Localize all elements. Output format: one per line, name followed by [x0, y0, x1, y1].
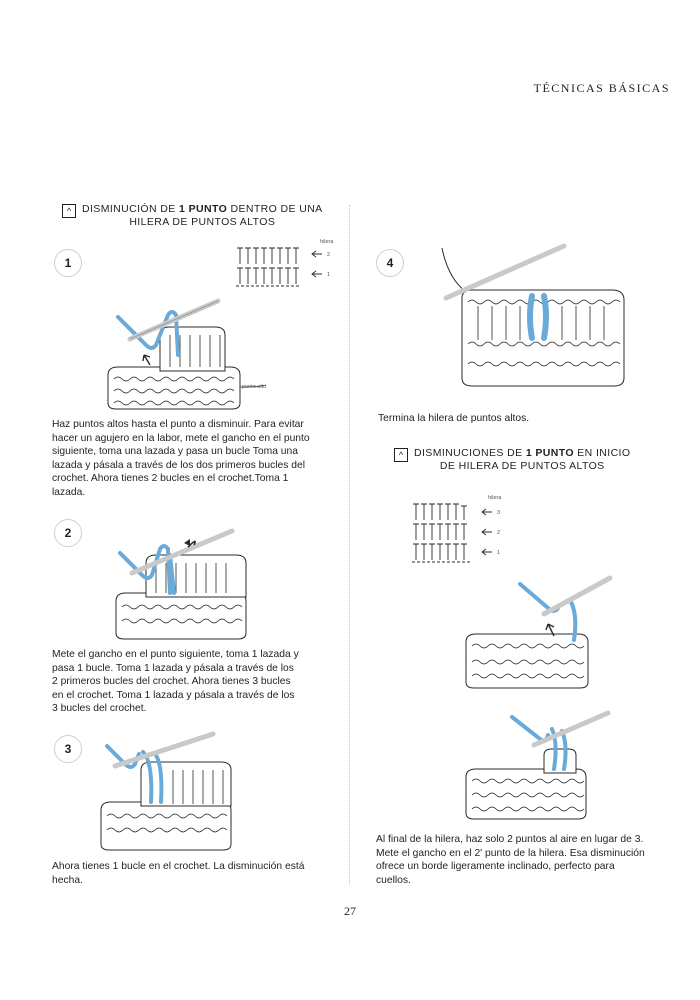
right-section-text: Al final de la hilera, haz solo 2 puntos…	[376, 834, 645, 886]
page-number: 27	[344, 904, 356, 918]
row-label-3-right: 3	[497, 510, 500, 516]
step-3-illustration	[100, 731, 232, 851]
stitch-symbol-chart-left: hilera 2 1	[236, 239, 334, 287]
hilera-label: hilera	[320, 239, 334, 245]
crochet-symbol-icon: ^	[394, 448, 408, 462]
hilera-label-right: hilera	[488, 495, 502, 501]
row-label-1-right: 1	[497, 550, 500, 556]
row-label-2-right: 2	[497, 530, 500, 536]
step-4-text: Termina la hilera de puntos altos.	[378, 413, 530, 424]
step-1-text: Haz puntos altos hasta el punto a dismin…	[52, 419, 310, 498]
stitch-symbol-chart-right: hilera 3 2 1	[412, 495, 502, 563]
step-2-illustration	[115, 528, 247, 640]
running-header: TÉCNICAS BÁSICAS	[533, 81, 670, 95]
crochet-symbol-icon: ^	[62, 204, 76, 218]
row-label-1: 1	[327, 272, 330, 278]
row-start-decrease-illustration-2	[465, 710, 611, 820]
step-2-text: Mete el gancho en el punto siguiente, to…	[52, 649, 299, 714]
step-1-illustration: punto alto	[107, 298, 266, 410]
right-section-title: DISMINUCIONES DE 1 PUNTO EN INICIO DE HI…	[414, 447, 631, 472]
column-divider	[349, 205, 350, 885]
step-2-badge: 2	[54, 519, 82, 547]
right-section-heading: ^ DISMINUCIONES DE 1 PUNTO EN INICIO DE …	[394, 447, 630, 473]
step-4-illustration	[441, 243, 625, 387]
step-3-badge: 3	[54, 735, 82, 763]
punto-alto-label: punto alto	[242, 384, 266, 390]
step-3-text: Ahora tienes 1 bucle en el crochet. La d…	[52, 861, 305, 886]
left-section-heading: ^ DISMINUCIÓN DE 1 PUNTO DENTRO DE UNA H…	[62, 203, 323, 229]
left-section-title: DISMINUCIÓN DE 1 PUNTO DENTRO DE UNA HIL…	[82, 203, 323, 228]
row-start-decrease-illustration-1	[465, 575, 613, 689]
step-4-badge: 4	[376, 249, 404, 277]
row-label-2: 2	[327, 252, 330, 258]
step-1-badge: 1	[54, 249, 82, 277]
